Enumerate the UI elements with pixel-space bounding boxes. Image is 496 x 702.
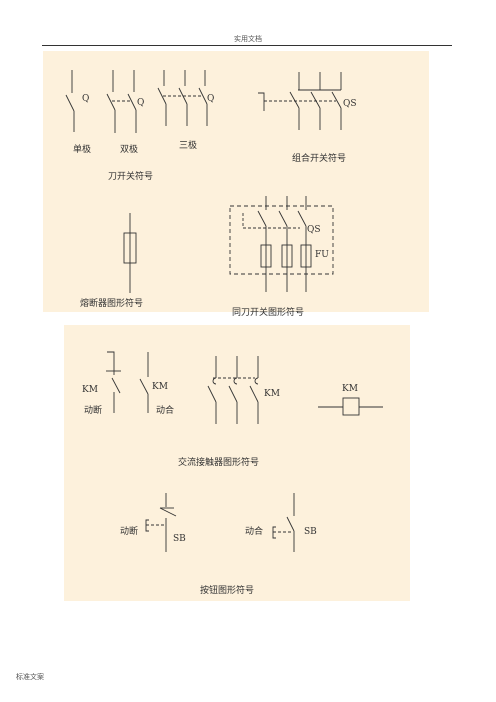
caption-knife-switch: 刀开关符号 xyxy=(108,170,153,182)
combination-switch-qs xyxy=(258,72,342,130)
label-double-pole: 双极 xyxy=(120,143,138,155)
label-button-make: 动合 xyxy=(245,525,263,537)
contactor-no-contact xyxy=(139,352,149,413)
header-rule xyxy=(42,45,452,46)
label-km-main: KM xyxy=(264,389,280,399)
caption-fuse-switch: 同刀开关图形符号 xyxy=(232,306,304,318)
label-km-coil: KM xyxy=(342,384,358,394)
caption-contactor: 交流接触器图形符号 xyxy=(178,456,259,468)
label-sb-no: SB xyxy=(304,527,317,537)
label-qs-combo: QS xyxy=(343,99,357,109)
knife-switch-double-pole xyxy=(106,70,137,133)
label-contactor-break: 动断 xyxy=(84,404,102,416)
knife-switch-triple-pole xyxy=(157,70,208,126)
label-km-no: KM xyxy=(152,382,168,392)
label-contactor-make: 动合 xyxy=(156,404,174,416)
knife-switch-single-pole xyxy=(65,70,75,132)
label-triple-pole: 三极 xyxy=(179,139,197,151)
fuse-symbol xyxy=(123,213,137,293)
label-q-double: Q xyxy=(137,98,144,108)
button-nc-symbol xyxy=(145,493,177,552)
contactor-coil xyxy=(318,397,383,416)
caption-fuse: 熔断器图形符号 xyxy=(80,297,143,309)
page-header: 实用文档 xyxy=(234,35,262,43)
label-single-pole: 单极 xyxy=(73,143,91,155)
label-qs-fuse-switch: QS xyxy=(307,225,321,235)
caption-button: 按钮图形符号 xyxy=(200,584,254,596)
contactor-main-contacts xyxy=(207,356,259,424)
label-fu: FU xyxy=(315,250,329,260)
caption-combination-switch: 组合开关符号 xyxy=(292,152,346,164)
label-q-triple: Q xyxy=(207,94,214,104)
label-q-single: Q xyxy=(82,94,89,104)
label-sb-nc: SB xyxy=(173,534,186,544)
label-button-break: 动断 xyxy=(120,525,138,537)
page-footer: 标准文案 xyxy=(16,673,44,681)
fuse-switch-symbol xyxy=(229,196,334,292)
button-no-symbol xyxy=(272,493,295,552)
contactor-nc-contact xyxy=(106,351,121,413)
label-km-nc: KM xyxy=(82,385,98,395)
